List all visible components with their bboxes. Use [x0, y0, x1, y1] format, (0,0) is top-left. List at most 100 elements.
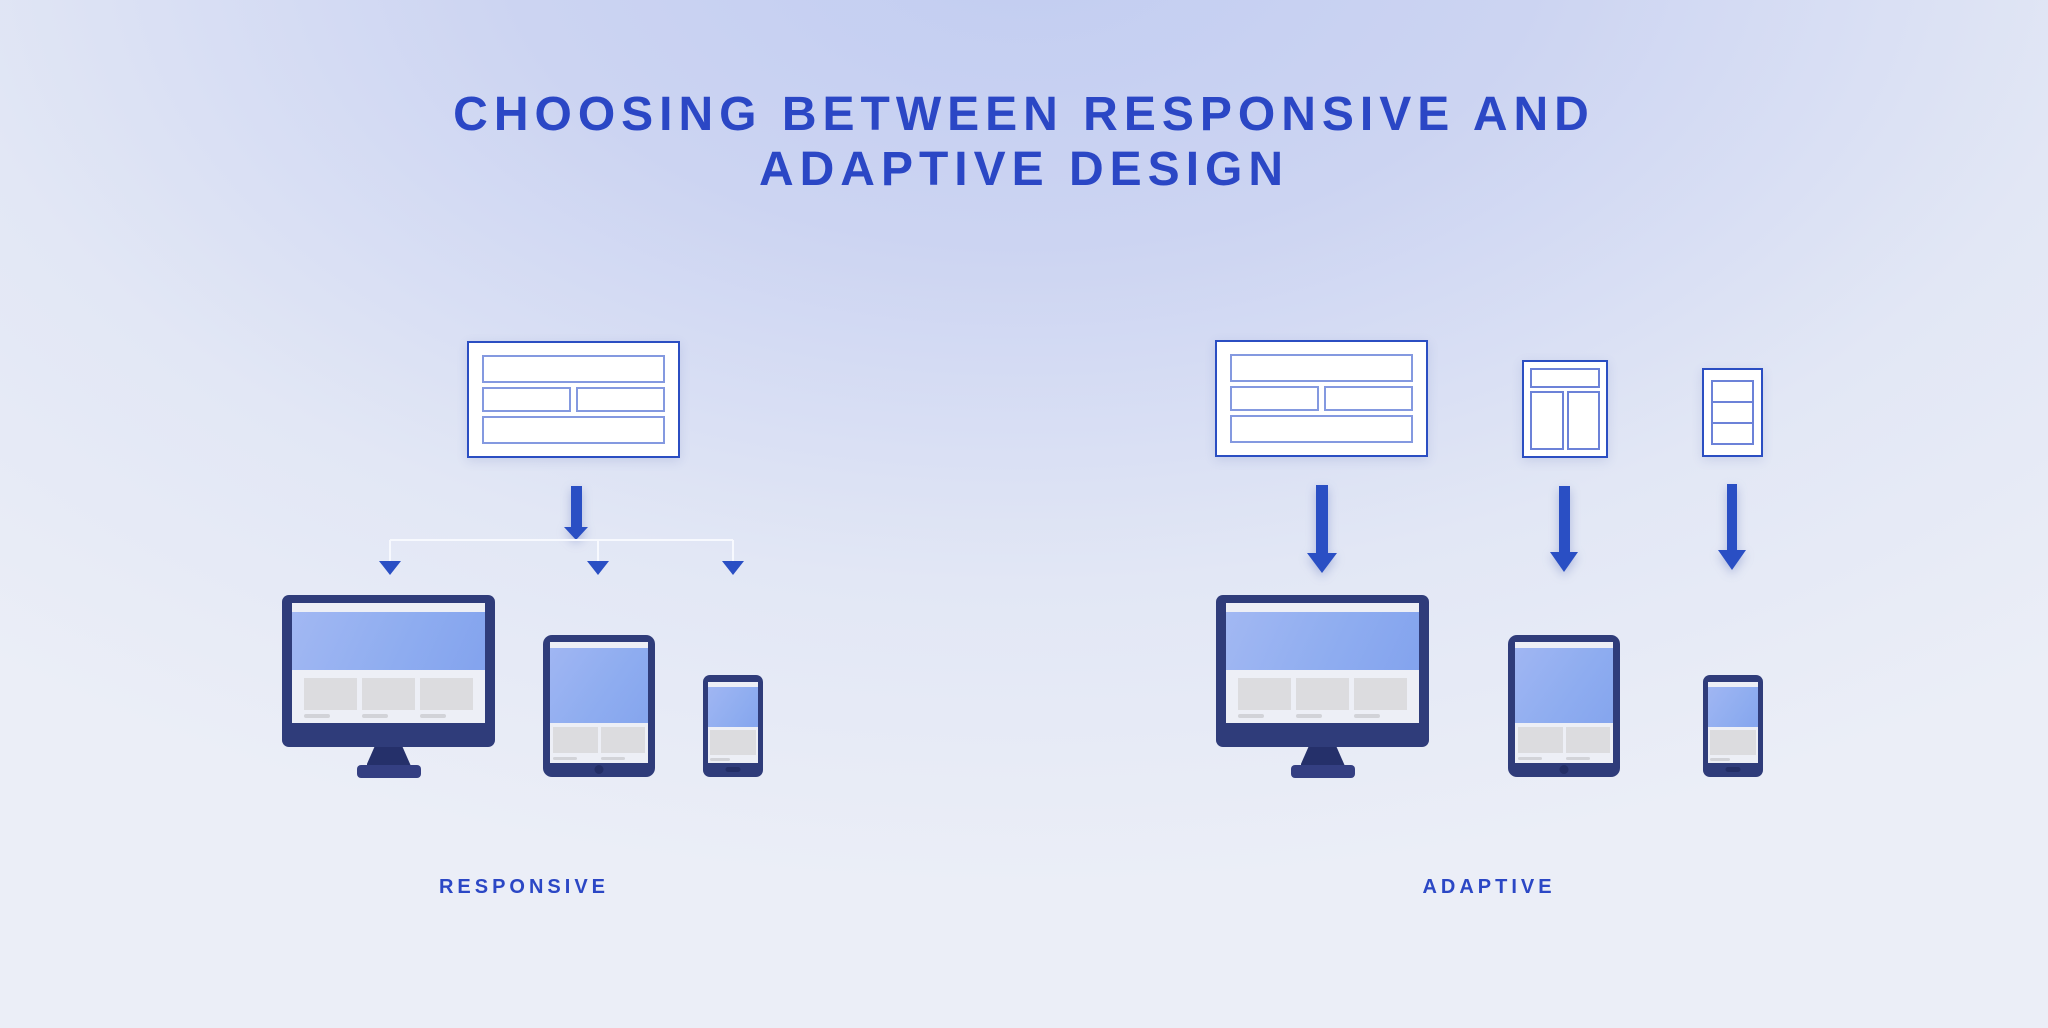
card-grid — [1708, 727, 1758, 763]
card-grid — [292, 670, 485, 723]
monitor-stand — [366, 747, 411, 765]
card-placeholder — [1710, 730, 1756, 755]
home-button-icon — [1725, 767, 1741, 772]
responsive-phone-icon — [703, 675, 763, 777]
wireframe-row-block — [1713, 422, 1752, 443]
text-line-placeholder — [1710, 758, 1730, 761]
wireframe-left-block — [1230, 386, 1319, 411]
card-placeholder — [600, 727, 645, 753]
card-column — [304, 678, 357, 723]
hero-banner — [292, 612, 485, 670]
adaptive-tablet-icon — [1508, 635, 1620, 777]
wireframe-footer-block — [482, 415, 665, 444]
text-line-placeholder — [362, 714, 388, 718]
wireframe-header-block — [482, 355, 665, 384]
card-placeholder — [1518, 727, 1563, 753]
adaptive-label: ADAPTIVE — [1422, 876, 1556, 898]
card-placeholder — [1296, 678, 1349, 710]
text-line-placeholder — [1296, 714, 1322, 718]
text-line-placeholder — [1238, 714, 1264, 718]
card-placeholder — [1354, 678, 1407, 710]
wireframe-right-block — [576, 387, 665, 412]
card-placeholder — [420, 678, 473, 710]
card-placeholder — [362, 678, 415, 710]
monitor-bezel — [1216, 595, 1429, 747]
card-column — [1296, 678, 1349, 723]
card-column — [1354, 678, 1407, 723]
tablet-screen — [550, 642, 648, 763]
responsive-tablet-icon — [543, 635, 655, 777]
title-line-1: CHOOSING BETWEEN RESPONSIVE AND — [453, 88, 1595, 141]
wireframe-row-block — [1713, 382, 1752, 401]
home-button-icon — [1559, 765, 1569, 774]
arrow-down-icon — [1550, 486, 1578, 572]
card-placeholder — [1565, 727, 1610, 753]
card-placeholder — [553, 727, 598, 753]
arrow-down-icon — [1307, 485, 1337, 573]
card-column — [420, 678, 473, 723]
monitor-screen — [292, 603, 485, 723]
phone-screen — [708, 682, 758, 763]
card-placeholder — [710, 730, 756, 755]
monitor-base — [1290, 765, 1355, 778]
wireframe-left-block — [482, 387, 571, 412]
card-placeholder — [304, 678, 357, 710]
title-line-2: ADAPTIVE DESIGN — [758, 142, 1290, 196]
wireframe-row-block — [1713, 401, 1752, 422]
home-button-icon — [594, 765, 604, 774]
wireframe-left-block — [1530, 391, 1564, 450]
card-column — [1238, 678, 1291, 723]
adaptive-tablet-wireframe-icon — [1522, 360, 1608, 458]
text-line-placeholder — [420, 714, 446, 718]
phone-screen — [1708, 682, 1758, 763]
hero-banner — [1515, 648, 1613, 723]
hero-banner — [1708, 687, 1758, 727]
tablet-screen — [1515, 642, 1613, 763]
text-line-placeholder — [1565, 757, 1590, 760]
text-line-placeholder — [1354, 714, 1380, 718]
hero-banner — [1226, 612, 1419, 670]
wireframe-two-column-block — [1230, 386, 1413, 411]
monitor-base — [356, 765, 421, 778]
card-column — [600, 727, 645, 763]
wireframe-right-block — [1566, 391, 1600, 450]
wireframe-footer-block — [1230, 414, 1413, 443]
adaptive-desktop-monitor-icon — [1216, 595, 1429, 778]
hero-banner — [550, 648, 648, 723]
text-line-placeholder — [1518, 757, 1542, 760]
card-column — [362, 678, 415, 723]
wireframe-two-column-block — [1530, 391, 1600, 450]
card-grid — [1515, 723, 1613, 763]
monitor-screen — [1226, 603, 1419, 723]
hero-banner — [708, 687, 758, 727]
adaptive-desktop-wireframe-icon — [1215, 340, 1428, 457]
card-column — [1518, 727, 1563, 763]
text-line-placeholder — [304, 714, 330, 718]
monitor-bezel — [282, 595, 495, 747]
text-line-placeholder — [553, 757, 577, 760]
browser-topbar — [292, 603, 485, 612]
card-placeholder — [1238, 678, 1291, 710]
branch-connector-icon — [379, 539, 744, 575]
page-title: CHOOSING BETWEEN RESPONSIVE AND ADAPTIVE… — [0, 88, 2048, 197]
adaptive-phone-icon — [1703, 675, 1763, 777]
responsive-label: RESPONSIVE — [438, 876, 610, 898]
adaptive-phone-wireframe-icon — [1702, 368, 1763, 457]
text-line-placeholder — [600, 757, 625, 760]
monitor-stand — [1300, 747, 1345, 765]
wireframe-stacked-rows — [1711, 380, 1754, 445]
wireframe-right-block — [1324, 386, 1413, 411]
home-button-icon — [725, 767, 741, 772]
card-column — [553, 727, 598, 763]
responsive-desktop-monitor-icon — [282, 595, 495, 778]
card-grid — [1226, 670, 1419, 723]
wireframe-header-block — [1530, 368, 1600, 388]
card-grid — [708, 727, 758, 763]
card-column — [1565, 727, 1610, 763]
arrow-down-icon — [1718, 484, 1746, 570]
arrow-down-icon — [564, 486, 588, 540]
wireframe-header-block — [1230, 354, 1413, 383]
wireframe-two-column-block — [482, 387, 665, 412]
browser-topbar — [1226, 603, 1419, 612]
